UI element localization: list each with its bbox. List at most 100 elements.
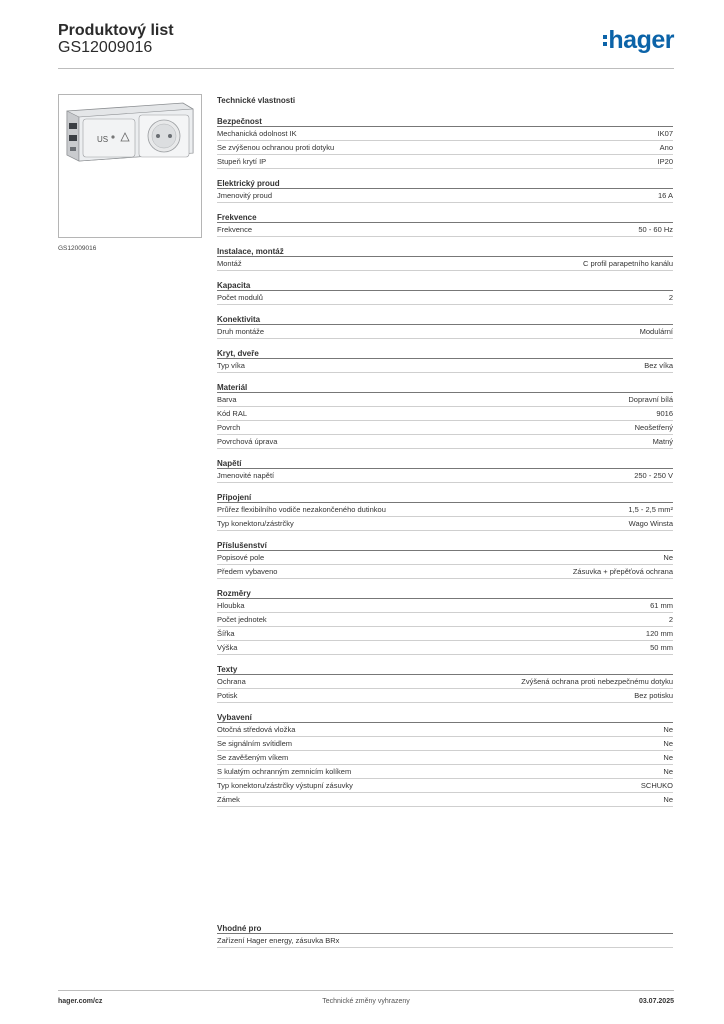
spec-label: Frekvence	[217, 225, 253, 234]
spec-label: Jmenovitý proud	[217, 191, 273, 200]
page-header: Produktový list GS12009016 hager	[58, 20, 674, 70]
suitable-for-section: Vhodné pro Zařízení Hager energy, zásuvk…	[217, 923, 673, 948]
section-title: Vhodné pro	[217, 923, 673, 934]
spec-value: Dopravní bílá	[628, 395, 673, 404]
spec-value: Ano	[659, 143, 673, 152]
spec-value: 50 mm	[650, 643, 673, 652]
spec-label: Montáž	[217, 259, 242, 268]
spec-value: Ne	[663, 767, 673, 776]
spec-value: 1,5 - 2,5 mm²	[628, 505, 673, 514]
spec-row: Šířka 120 mm	[217, 627, 673, 641]
section-title: Vybavení	[217, 712, 673, 723]
spec-value: 9016	[656, 409, 673, 418]
specifications-heading: Technické vlastnosti	[217, 96, 296, 105]
section-title: Bezpečnost	[217, 116, 673, 127]
spec-label: Typ konektoru/zástrčky výstupní zásuvky	[217, 781, 353, 790]
footer-website-link[interactable]: hager.com/cz	[58, 998, 103, 1005]
section-title: Napětí	[217, 458, 673, 469]
spec-row: Předem vybaveno Zásuvka + přepěťová ochra…	[217, 565, 673, 579]
spec-value: Matný	[652, 437, 673, 446]
spec-value: 2	[668, 293, 673, 302]
spec-row: Barva Dopravní bílá	[217, 393, 673, 407]
spec-label: S kulatým ochranným zemnicím kolíkem	[217, 767, 352, 776]
spec-label: Se signálním svítidlem	[217, 739, 293, 748]
section-title: Texty	[217, 664, 673, 675]
spec-value: IP20	[657, 157, 673, 166]
spec-value: Modulární	[639, 327, 673, 336]
spec-value: Zásuvka + přepěťová ochrana	[572, 567, 673, 576]
spec-label: Předem vybaveno	[217, 567, 278, 576]
spec-label: Kód RAL	[217, 409, 248, 418]
spec-value: Ne	[663, 725, 673, 734]
spec-value: 120 mm	[645, 629, 673, 638]
socket-module-illustration: US	[66, 102, 194, 162]
spec-value: Ne	[663, 553, 673, 562]
spec-label: Povrch	[217, 423, 241, 432]
spec-label: Povrchová úprava	[217, 437, 278, 446]
spec-label: Počet modulů	[217, 293, 263, 302]
spec-row: Mechanická odolnost IK IK07	[217, 127, 673, 141]
spec-row: Typ víka Bez víka	[217, 359, 673, 373]
spec-value: Ne	[663, 795, 673, 804]
spec-value: Zvýšená ochrana proti nebezpečnému dotyk…	[521, 677, 673, 686]
section-title: Frekvence	[217, 212, 673, 223]
spec-row: Zařízení Hager energy, zásuvka BRx	[217, 934, 673, 948]
header-divider	[58, 68, 674, 69]
spec-value: Neošetřený	[634, 423, 673, 432]
spec-label: Se zvýšenou ochranou proti dotyku	[217, 143, 335, 152]
spec-label: Průřez flexibilního vodiče nezakončeného…	[217, 505, 386, 514]
spec-label: Barva	[217, 395, 237, 404]
spec-label: Šířka	[217, 629, 235, 638]
spec-label: Zařízení Hager energy, zásuvka BRx	[217, 936, 340, 945]
logo-text: hager	[608, 25, 674, 54]
product-image-caption: GS12009016	[58, 245, 97, 252]
spec-value: 61 mm	[650, 601, 673, 610]
spec-value: IK07	[657, 129, 673, 138]
section-title: Rozměry	[217, 588, 673, 599]
spec-label: Druh montáže	[217, 327, 265, 336]
section-title: Materiál	[217, 382, 673, 393]
spec-value: 50 - 60 Hz	[638, 225, 673, 234]
section-title: Příslušenství	[217, 540, 673, 551]
spec-value: C profil parapetního kanálu	[582, 259, 673, 268]
spec-value: Ne	[663, 753, 673, 762]
section-title: Konektivita	[217, 314, 673, 325]
spec-label: Typ víka	[217, 361, 245, 370]
spec-row: Povrch Neošetřený	[217, 421, 673, 435]
spec-label: Počet jednotek	[217, 615, 267, 624]
spec-row: Stupeň krytí IP IP20	[217, 155, 673, 169]
spec-label: Stupeň krytí IP	[217, 157, 267, 166]
spec-label: Potisk	[217, 691, 238, 700]
spec-row: Popisové pole Ne	[217, 551, 673, 565]
spec-value: Bez víka	[644, 361, 673, 370]
hager-logo[interactable]: hager	[603, 24, 674, 56]
spec-label: Mechanická odolnost IK	[217, 129, 297, 138]
spec-label: Popisové pole	[217, 553, 265, 562]
section-title: Kapacita	[217, 280, 673, 291]
spec-label: Hloubka	[217, 601, 245, 610]
footer-disclaimer: Technické změny vyhrazeny	[322, 998, 410, 1005]
spec-value: SCHUKO	[640, 781, 673, 790]
spec-row: Typ konektoru/zástrčky výstupní zásuvky S…	[217, 779, 673, 793]
logo-colon-icon	[603, 34, 608, 46]
spec-row: Druh montáže Modulární	[217, 325, 673, 339]
spec-row: Se zvýšenou ochranou proti dotyku Ano	[217, 141, 673, 155]
